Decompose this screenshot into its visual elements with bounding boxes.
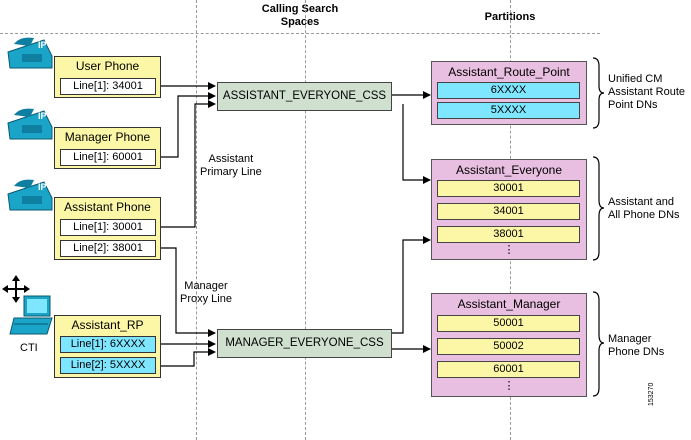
assistant-rp-line-2: Line[2]: 5XXXX — [60, 357, 156, 374]
connector-assistant-primary-line — [160, 100, 216, 228]
partition-more-indicator: ⋮ — [503, 244, 515, 256]
partition-everyone-title: Assistant_Everyone — [455, 163, 563, 177]
assistant-rp-line-1: Line[1]: 6XXXX — [60, 336, 156, 353]
manager-phone-title: Manager Phone — [64, 130, 151, 144]
partition-entry: 50002 — [437, 338, 580, 355]
partition-more-indicator: ⋮ — [503, 380, 515, 392]
ip-phone-icon-manager — [7, 108, 53, 140]
assistant-phone-line-2: Line[2]: 38001 — [60, 240, 156, 257]
guide-center — [305, 0, 306, 440]
partition-entry: 60001 — [437, 361, 580, 378]
partition-entry: 30001 — [437, 180, 580, 197]
connector-manager-css-to-everyone — [392, 236, 431, 334]
assistant-rp-box: Assistant_RP Line[1]: 6XXXX Line[2]: 5XX… — [54, 315, 161, 378]
partition-manager: Assistant_Manager 50001 50002 60001 ⋮ — [431, 293, 587, 397]
brace-everyone — [592, 156, 605, 261]
manager-everyone-css-box: MANAGER_EVERYONE_CSS — [217, 329, 392, 358]
partition-entry: 38001 — [437, 226, 580, 243]
cti-label: CTI — [20, 342, 38, 354]
connector-assistant-css-to-everyone — [402, 104, 431, 184]
partition-manager-title: Assistant_Manager — [457, 297, 561, 311]
manager-phone-line-1: Line[1]: 60001 — [60, 149, 156, 166]
user-phone-title: User Phone — [75, 59, 140, 73]
connector-rp-line2 — [160, 348, 216, 367]
ip-label-assistant: IP — [38, 182, 47, 192]
ip-label-manager: IP — [38, 111, 47, 121]
header-divider — [0, 33, 600, 34]
partition-entry: 5XXXX — [437, 102, 580, 119]
connector-manager-proxy-line — [160, 247, 216, 337]
guide-left — [196, 0, 197, 440]
assistant-phone-line-1: Line[1]: 30001 — [60, 219, 156, 236]
figure-id: 153270 — [648, 382, 655, 406]
partition-entry: 34001 — [437, 203, 580, 220]
assistant-rp-title: Assistant_RP — [71, 318, 144, 332]
connector-manager-phone — [160, 92, 216, 158]
label-manager-proxy-line: Manager Proxy Line — [180, 280, 232, 305]
ip-label-user: IP — [38, 40, 47, 50]
partition-route-point: Assistant_Route_Point 6XXXX 5XXXX — [431, 61, 587, 125]
ip-phone-icon-user — [7, 37, 53, 69]
brace-manager — [592, 291, 605, 397]
header-calling-search-spaces: Calling Search Spaces — [261, 3, 339, 28]
user-phone-box: User Phone Line[1]: 34001 — [54, 56, 161, 98]
ip-phone-icon-assistant — [7, 179, 53, 211]
partition-route-point-title: Assistant_Route_Point — [448, 65, 570, 79]
manager-phone-box: Manager Phone Line[1]: 60001 — [54, 127, 161, 169]
note-assistant-all-phone-dns: Assistant and All Phone DNs — [608, 196, 680, 221]
brace-route-point — [592, 57, 605, 129]
assistant-phone-title: Assistant Phone — [64, 200, 151, 214]
move-arrows-icon — [2, 275, 30, 303]
partition-entry: 6XXXX — [437, 82, 580, 99]
label-assistant-primary-line: Assistant Primary Line — [200, 153, 262, 178]
assistant-everyone-css-box: ASSISTANT_EVERYONE_CSS — [217, 82, 392, 111]
note-manager-phone-dns: Manager Phone DNs — [608, 333, 665, 358]
header-partitions: Partitions — [484, 11, 536, 23]
partition-entry: 50001 — [437, 315, 580, 332]
assistant-phone-box: Assistant Phone Line[1]: 30001 Line[2]: … — [54, 197, 161, 260]
note-route-point-dns: Unified CM Assistant Route Point DNs — [608, 73, 686, 111]
partition-everyone: Assistant_Everyone 30001 34001 38001 ⋮ — [431, 159, 587, 260]
computer-icon — [9, 295, 53, 335]
user-phone-line-1: Line[1]: 34001 — [60, 78, 156, 95]
